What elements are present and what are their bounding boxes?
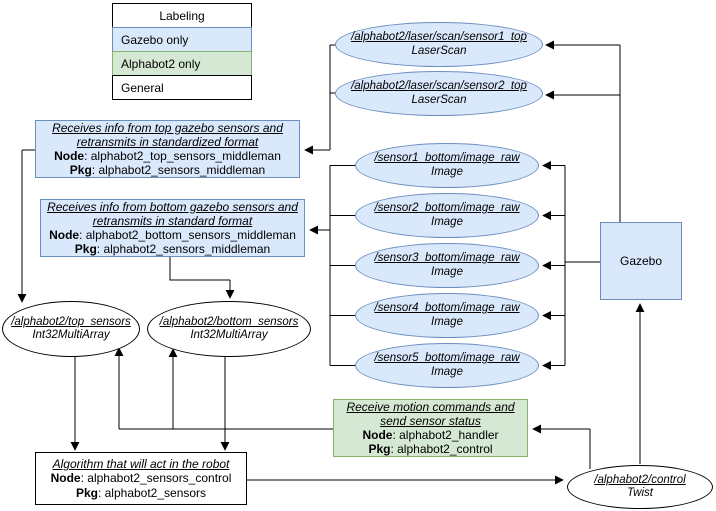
node-description: Receives info from top gazebo sensors an…: [52, 120, 283, 149]
pkg-name-row: Pkg: alphabot2_sensors_middleman: [75, 242, 270, 256]
topic-name: /sensor3_bottom/image_raw: [374, 252, 520, 264]
pkg-key: Pkg: [75, 485, 98, 500]
topic-sensor5-bottom-image: /sensor5_bottom/image_raw Image: [355, 343, 539, 388]
pkg-value: : alphabot2_sensors_middleman: [96, 242, 271, 257]
legend-title: Labeling: [112, 3, 252, 28]
pkg-name-row: Pkg: alphabot2_sensors: [76, 486, 206, 500]
topic-type: Image: [431, 165, 463, 178]
topic-type: LaserScan: [411, 93, 467, 106]
pkg-key: Pkg: [69, 163, 92, 178]
node-key: Node: [54, 149, 85, 163]
topic-name: /alphabot2/laser/scan/sensor1_top: [351, 31, 527, 43]
node-name-row: Node: alphabot2_top_sensors_middleman: [54, 149, 281, 163]
topic-name: /alphabot2/laser/scan/sensor2_top: [351, 80, 527, 92]
pkg-name-row: Pkg: alphabot2_control: [368, 442, 492, 456]
node-value: : alphabot2_bottom_sensors_middleman: [79, 228, 296, 242]
legend-item-alphabot2-only: Alphabot2 only: [112, 51, 252, 76]
topic-type: Image: [431, 365, 463, 378]
pkg-key: Pkg: [368, 442, 391, 457]
node-key: Node: [362, 428, 393, 442]
pkg-key: Pkg: [74, 242, 97, 257]
node-value: : alphabot2_handler: [392, 428, 499, 442]
topic-name: /alphabot2/bottom_sensors: [159, 315, 299, 328]
node-top-sensors-middleman: Receives info from top gazebo sensors an…: [35, 120, 300, 178]
topic-sensor2-bottom-image: /sensor2_bottom/image_raw Image: [355, 193, 539, 238]
node-sensors-control-algorithm: Algorithm that will act in the robot Nod…: [35, 452, 247, 505]
legend: Labeling Gazebo only Alphabot2 only Gene…: [112, 3, 252, 100]
legend-item-gazebo-only: Gazebo only: [112, 27, 252, 52]
topic-bottom-sensors: /alphabot2/bottom_sensors Int32MultiArra…: [147, 301, 311, 357]
topic-laser-sensor2-top: /alphabot2/laser/scan/sensor2_top LaserS…: [335, 71, 543, 116]
topic-sensor3-bottom-image: /sensor3_bottom/image_raw Image: [355, 243, 539, 288]
node-value: : alphabot2_top_sensors_middleman: [84, 149, 281, 163]
legend-item-general: General: [112, 75, 252, 100]
pkg-value: : alphabot2_control: [390, 442, 493, 457]
topic-type: Twist: [627, 487, 653, 499]
node-name-row: Node: alphabot2_sensors_control: [51, 471, 232, 485]
topic-type: LaserScan: [411, 44, 467, 57]
topic-top-sensors: /alphabot2/top_sensors Int32MultiArray: [2, 301, 140, 357]
topic-name: /sensor1_bottom/image_raw: [374, 152, 520, 164]
topic-type: Image: [431, 265, 463, 278]
topic-name: /alphabot2/control: [594, 473, 686, 486]
topic-sensor4-bottom-image: /sensor4_bottom/image_raw Image: [355, 293, 539, 338]
topic-name: /alphabot2/top_sensors: [11, 315, 131, 328]
node-name-row: Node: alphabot2_handler: [362, 428, 498, 442]
topic-name: /sensor5_bottom/image_raw: [374, 352, 520, 364]
pkg-value: : alphabot2_sensors: [97, 485, 207, 500]
topic-type: Image: [431, 315, 463, 328]
topic-sensor1-bottom-image: /sensor1_bottom/image_raw Image: [355, 143, 539, 188]
topic-control: /alphabot2/control Twist: [567, 465, 713, 509]
node-label: Gazebo: [619, 253, 663, 268]
node-description: Receives info from bottom gazebo sensors…: [47, 199, 298, 228]
node-gazebo: Gazebo: [600, 222, 682, 300]
node-description: Receive motion commands and send sensor …: [346, 399, 515, 428]
node-description: Algorithm that will act in the robot: [52, 457, 230, 472]
topic-name: /sensor4_bottom/image_raw: [374, 302, 520, 314]
edge-image-collector: [329, 165, 356, 366]
node-name-row: Node: alphabot2_bottom_sensors_middleman: [49, 228, 296, 242]
topic-type: Int32MultiArray: [32, 329, 110, 341]
node-value: : alphabot2_sensors_control: [80, 471, 232, 486]
topic-type: Int32MultiArray: [190, 329, 268, 341]
node-alphabot2-handler: Receive motion commands and send sensor …: [333, 399, 528, 457]
topic-name: /sensor2_bottom/image_raw: [374, 202, 520, 214]
pkg-name-row: Pkg: alphabot2_sensors_middleman: [70, 163, 265, 177]
node-key: Node: [50, 471, 81, 486]
node-bottom-sensors-middleman: Receives info from bottom gazebo sensors…: [40, 199, 305, 257]
topic-type: Image: [431, 215, 463, 228]
pkg-value: : alphabot2_sensors_middleman: [91, 163, 266, 178]
node-key: Node: [49, 228, 80, 242]
topic-laser-sensor1-top: /alphabot2/laser/scan/sensor1_top LaserS…: [335, 22, 543, 67]
edge-laser-collector: [329, 44, 335, 150]
edge-bottom-middleman-out: [169, 257, 230, 281]
